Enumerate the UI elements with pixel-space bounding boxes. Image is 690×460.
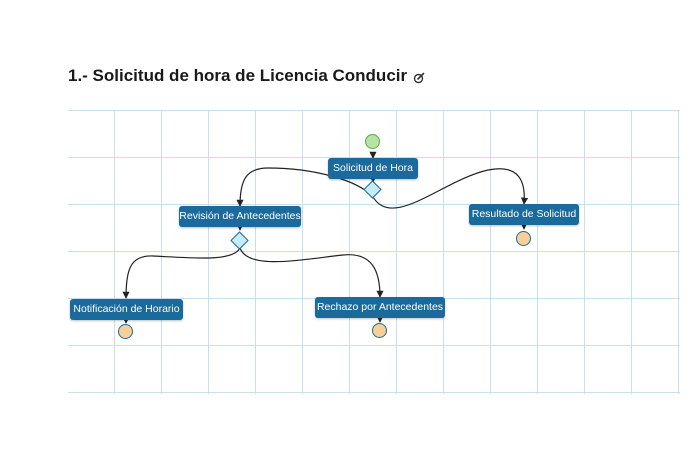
page-header: 1.- Solicitud de hora de Licencia Conduc… <box>68 66 425 86</box>
flow-gateway-to-revision <box>236 167 374 207</box>
process-canvas[interactable]: Solicitud de Hora Revisión de Antecedent… <box>68 110 680 394</box>
flow-gateway-to-notificacion <box>122 247 241 299</box>
page-title: 1.- Solicitud de hora de Licencia Conduc… <box>68 66 408 85</box>
flow-gateway-to-rechazo <box>239 247 384 298</box>
task-solicitud-de-hora[interactable]: Solicitud de Hora <box>328 158 418 179</box>
task-revision-de-antecedentes[interactable]: Revisión de Antecedentes <box>179 206 301 227</box>
end-event-icon[interactable] <box>516 231 531 246</box>
task-rechazo-por-antecedentes[interactable]: Rechazo por Antecedentes <box>315 297 445 318</box>
edit-icon[interactable] <box>413 72 425 84</box>
task-resultado-de-solicitud[interactable]: Resultado de Solicitud <box>469 204 579 225</box>
task-notificacion-de-horario[interactable]: Notificación de Horario <box>70 299 183 320</box>
flow-connectors <box>122 151 529 324</box>
flow-gateway-to-resultado <box>372 168 529 209</box>
end-event-icon[interactable] <box>372 323 387 338</box>
end-event-icon[interactable] <box>118 324 133 339</box>
start-event-icon[interactable] <box>365 134 380 149</box>
